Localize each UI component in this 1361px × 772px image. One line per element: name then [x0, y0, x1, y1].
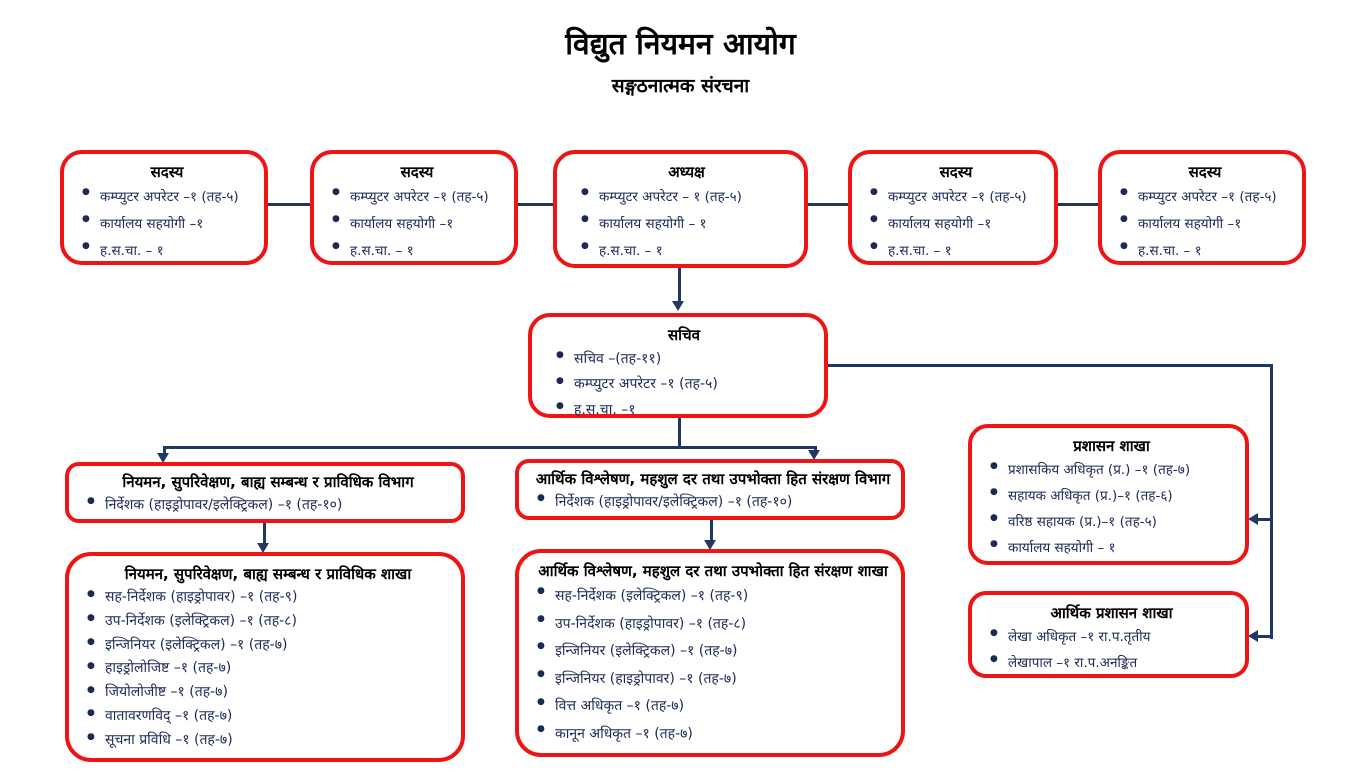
staff-item: कार्यालय सहयोगी – १ — [581, 211, 796, 238]
box-title: नियमन, सुपरिवेक्षण, बाह्य सम्बन्ध र प्रा… — [124, 565, 412, 583]
staff-list: सचिव –(तह-११) कम्प्युटर अपरेटर –१ (तह-५)… — [552, 347, 816, 423]
page-subtitle: सङ्गठनात्मक संरचना — [611, 75, 750, 97]
staff-item: कम्प्युटर अपरेटर –१ (तह-५) — [870, 184, 1046, 211]
staff-item: प्रशासकिय अधिकृत (प्र.) –१ (तह-७) — [990, 458, 1237, 484]
staff-item: कम्प्युटर अपरेटर –१ (तह-५) — [556, 372, 816, 397]
staff-list: कम्प्युटर अपरेटर –१ (तह-५) कार्यालय सहयो… — [1116, 184, 1294, 265]
box-title: सदस्य — [400, 163, 434, 181]
staff-list: निर्देशक (हाइड्रोपावर/इलेक्ट्रिकल) –१ (त… — [533, 490, 893, 515]
staff-list: कम्प्युटर अपरेटर –१ (तह-५) कार्यालय सहयो… — [866, 184, 1046, 265]
org-box-chairman: अध्यक्ष कम्प्युटर अपरेटर – १ (तह-५) कार्… — [553, 150, 808, 268]
staff-item: इन्जिनियर (हाइड्रोपावर) –१ (तह-७) — [537, 666, 893, 694]
staff-item: ह.स.चा. –१ — [556, 398, 816, 423]
staff-item: हाइड्रोलोजिष्ट –१ (तह-७) — [87, 657, 453, 681]
staff-item: निर्देशक (हाइड्रोपावर/इलेक्ट्रिकल) –१ (त… — [537, 490, 893, 515]
staff-list: सह-निर्देशक (हाइड्रोपावर) –१ (तह-९) उप-न… — [83, 586, 453, 753]
connector-secretary-splitter — [678, 416, 681, 448]
staff-item: सचिव –(तह-११) — [556, 347, 816, 372]
staff-list: लेखा अधिकृत –१ रा.प.तृतीय लेखापाल –१ रा.… — [986, 625, 1237, 677]
connector-splitter — [163, 446, 817, 449]
org-box-regulation-division: नियमन, सुपरिवेक्षण, बाह्य सम्बन्ध र प्रा… — [65, 462, 465, 523]
org-box-regulation-branch: नियमन, सुपरिवेक्षण, बाह्य सम्बन्ध र प्रा… — [65, 552, 465, 762]
staff-item: कार्यालय सहयोगी –१ — [870, 211, 1046, 238]
org-box-financial-admin-branch: आर्थिक प्रशासन शाखा लेखा अधिकृत –१ रा.प.… — [968, 591, 1249, 678]
page-title: विद्युत नियमन आयोग — [565, 27, 796, 62]
box-title: आर्थिक प्रशासन शाखा — [1050, 604, 1173, 622]
connector-member1-member2 — [266, 203, 312, 206]
staff-item: कम्प्युटर अपरेटर –१ (तह-५) — [1120, 184, 1294, 211]
connector-admin-branch-stub — [1257, 518, 1272, 521]
connector-splitter-left-drop — [163, 448, 166, 454]
box-title: सदस्य — [150, 163, 184, 181]
staff-item: इन्जिनियर (इलेक्ट्रिकल) –१ (तह-७) — [537, 638, 893, 666]
arrowhead-regulation-division — [157, 453, 169, 463]
staff-item: कानून अधिकृत –१ (तह-७) — [537, 721, 893, 749]
org-box-admin-branch: प्रशासन शाखा प्रशासकिय अधिकृत (प्र.) –१ … — [968, 424, 1249, 565]
box-title: सचिव — [668, 326, 700, 344]
staff-item: जियोलोजीष्ट –१ (तह-७) — [87, 681, 453, 705]
staff-item: ह.स.चा. – १ — [82, 238, 256, 265]
connector-member3-member4 — [1056, 203, 1100, 206]
staff-item: कम्प्युटर अपरेटर – १ (तह-५) — [581, 184, 796, 211]
staff-item: वरिष्ठ सहायक (प्र.)–१ (तह-५) — [990, 510, 1237, 536]
connector-secretary-right — [826, 364, 1273, 367]
org-box-member-3: सदस्य कम्प्युटर अपरेटर –१ (तह-५) कार्याल… — [848, 150, 1058, 265]
connector-chairman-secretary — [678, 266, 681, 302]
staff-item: उप-निर्देशक (हाइड्रोपावर) –१ (तह-८) — [537, 611, 893, 639]
staff-item: ह.स.चा. – १ — [870, 238, 1046, 265]
staff-item: सहायक अधिकृत (प्र.)–१ (तह-६) — [990, 484, 1237, 510]
staff-item: सूचना प्रविधि –१ (तह-७) — [87, 729, 453, 753]
staff-item: ह.स.चा. – १ — [581, 238, 796, 265]
connector-financial-branch-stub — [1257, 635, 1272, 638]
staff-list: कम्प्युटर अपरेटर – १ (तह-५) कार्यालय सहय… — [577, 184, 796, 265]
box-title: अध्यक्ष — [668, 163, 705, 181]
box-title: नियमन, सुपरिवेक्षण, बाह्य सम्बन्ध र प्रा… — [122, 473, 414, 491]
connector-member2-chairman — [516, 203, 555, 206]
staff-item: ह.स.चा. – १ — [332, 238, 506, 265]
box-title: प्रशासन शाखा — [1073, 437, 1150, 455]
org-box-member-4: सदस्य कम्प्युटर अपरेटर –१ (तह-५) कार्याल… — [1098, 150, 1306, 265]
arrowhead-economic-branch — [704, 540, 716, 550]
box-title: सदस्य — [939, 163, 973, 181]
arrowhead-regulation-branch — [257, 543, 269, 553]
staff-item: इन्जिनियर (इलेक्ट्रिकल) –१ (तह-७) — [87, 634, 453, 658]
staff-item: सह-निर्देशक (इलेक्ट्रिकल) –१ (तह-९) — [537, 583, 893, 611]
connector-economic-division-branch — [710, 520, 713, 541]
staff-item: कम्प्युटर अपरेटर –१ (तह-५) — [82, 184, 256, 211]
staff-item: निर्देशक (हाइड्रोपावर/इलेक्ट्रिकल) –१ (त… — [87, 493, 453, 518]
connector-chairman-member3 — [806, 203, 850, 206]
staff-list: कम्प्युटर अपरेटर –१ (तह-५) कार्यालय सहयो… — [78, 184, 256, 265]
staff-item: कार्यालय सहयोगी –१ — [1120, 211, 1294, 238]
org-box-economic-division: आर्थिक विश्लेषण, महशुल दर तथा उपभोक्ता ह… — [515, 459, 905, 520]
staff-list: कम्प्युटर अपरेटर –१ (तह-५) कार्यालय सहयो… — [328, 184, 506, 265]
arrowhead-admin-branch — [1248, 513, 1258, 525]
staff-item: लेखापाल –१ रा.प.अनङ्कित — [990, 651, 1237, 677]
box-title: सदस्य — [1188, 163, 1222, 181]
arrowhead-economic-division — [808, 450, 820, 460]
box-title: आर्थिक विश्लेषण, महशुल दर तथा उपभोक्ता ह… — [538, 562, 888, 580]
staff-item: कार्यालय सहयोगी – १ — [990, 536, 1237, 562]
staff-item: वातावरणविद् –१ (तह-७) — [87, 705, 453, 729]
staff-item: लेखा अधिकृत –१ रा.प.तृतीय — [990, 625, 1237, 651]
org-box-economic-branch: आर्थिक विश्लेषण, महशुल दर तथा उपभोक्ता ह… — [515, 549, 905, 757]
connector-right-vertical — [1270, 364, 1273, 639]
arrowhead-chairman-secretary — [672, 301, 684, 311]
connector-regulation-division-branch — [263, 523, 266, 544]
staff-item: ह.स.चा. – १ — [1120, 238, 1294, 265]
org-box-secretary: सचिव सचिव –(तह-११) कम्प्युटर अपरेटर –१ (… — [528, 313, 828, 418]
org-box-member-2: सदस्य कम्प्युटर अपरेटर –१ (तह-५) कार्याल… — [310, 150, 518, 265]
arrowhead-financial-branch — [1248, 630, 1258, 642]
staff-list: सह-निर्देशक (इलेक्ट्रिकल) –१ (तह-९) उप-न… — [533, 583, 893, 748]
staff-item: सह-निर्देशक (हाइड्रोपावर) –१ (तह-९) — [87, 586, 453, 610]
staff-item: वित्त अधिकृत –१ (तह-७) — [537, 693, 893, 721]
staff-list: निर्देशक (हाइड्रोपावर/इलेक्ट्रिकल) –१ (त… — [83, 493, 453, 518]
staff-item: कम्प्युटर अपरेटर –१ (तह-५) — [332, 184, 506, 211]
staff-item: कार्यालय सहयोगी –१ — [82, 211, 256, 238]
box-title: आर्थिक विश्लेषण, महशुल दर तथा उपभोक्ता ह… — [535, 470, 891, 488]
staff-list: प्रशासकिय अधिकृत (प्र.) –१ (तह-७) सहायक … — [986, 458, 1237, 562]
org-box-member-1: सदस्य कम्प्युटर अपरेटर –१ (तह-५) कार्याल… — [60, 150, 268, 265]
staff-item: उप-निर्देशक (इलेक्ट्रिकल) –१ (तह-८) — [87, 610, 453, 634]
staff-item: कार्यालय सहयोगी –१ — [332, 211, 506, 238]
